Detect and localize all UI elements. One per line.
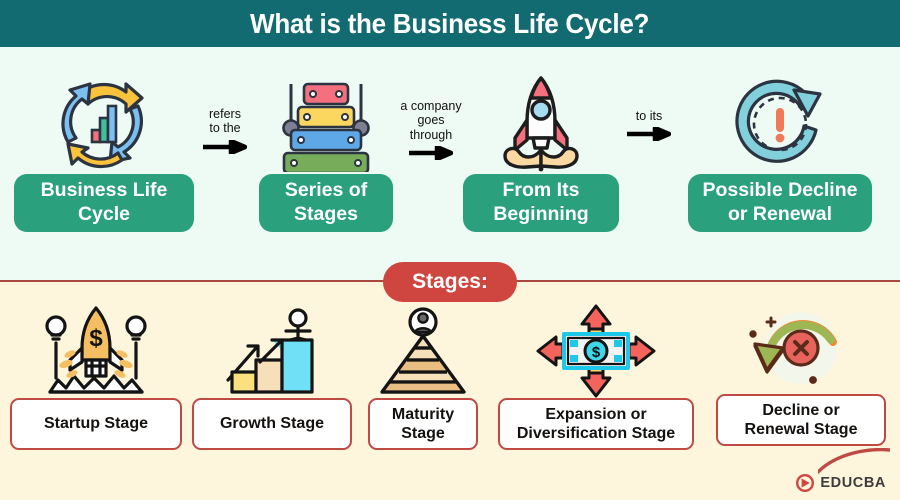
stage-label-growth: Growth Stage <box>192 398 352 450</box>
flow-step-3[interactable]: From Its Beginning <box>463 69 619 232</box>
flow-step-1[interactable]: Business Life Cycle <box>14 69 194 232</box>
stage-item-growth[interactable]: Growth Stage <box>192 302 352 450</box>
pyramid-person-icon <box>368 302 478 398</box>
flow-connector-2: a company goes through <box>395 99 467 161</box>
cycle-chart-icon <box>52 69 156 174</box>
stage-item-expansion[interactable]: $ Expansion or Diversification Stage <box>498 302 694 450</box>
brand-name: EDUCBA <box>820 475 886 491</box>
rocket-money-idea-icon: $ <box>36 302 156 398</box>
brand-logo[interactable]: EDUCBA <box>795 473 886 493</box>
definition-section: Business Life Cycle refers to the <box>0 47 900 280</box>
stages-banner-label: Stages: <box>412 270 488 293</box>
page-title: What is the Business Life Cycle? <box>250 7 650 39</box>
flow-connector-3: to its <box>622 109 676 142</box>
cycle-error-icon <box>739 298 863 394</box>
flow-connector-1-label: refers to the <box>209 107 241 136</box>
rocket-launch-icon <box>489 69 593 174</box>
stage-label-expansion: Expansion or Diversification Stage <box>498 398 694 450</box>
brand-swoosh-decoration <box>818 448 890 474</box>
stage-item-decline[interactable]: Decline or Renewal Stage <box>716 298 886 446</box>
flow-connector-1: refers to the <box>196 107 254 154</box>
svg-text:$: $ <box>89 325 103 352</box>
flow-step-2-label: Series of Stages <box>259 174 393 232</box>
arrow-right-icon <box>626 127 672 142</box>
header-bar: What is the Business Life Cycle? <box>0 0 900 47</box>
growth-bars-person-icon <box>214 302 330 398</box>
arrow-right-icon <box>202 139 248 154</box>
flow-connector-2-label: a company goes through <box>400 99 462 142</box>
money-expand-arrows-icon: $ <box>536 302 656 398</box>
stage-label-startup: Startup Stage <box>10 398 182 450</box>
stage-label-maturity: Maturity Stage <box>368 398 478 450</box>
stacked-layers-icon <box>271 69 381 174</box>
flow-connector-3-label: to its <box>635 109 663 123</box>
arrow-right-icon <box>408 146 454 161</box>
stages-section: $ Startup Stage <box>0 282 900 500</box>
svg-text:$: $ <box>592 344 601 361</box>
stages-banner: Stages: <box>383 262 517 302</box>
flow-step-3-label: From Its Beginning <box>463 174 619 232</box>
definition-flow: Business Life Cycle refers to the <box>0 47 900 280</box>
stage-label-decline: Decline or Renewal Stage <box>716 394 886 446</box>
flow-step-2[interactable]: Series of Stages <box>259 69 393 232</box>
flow-step-4[interactable]: Possible Decline or Renewal <box>688 69 872 232</box>
flow-step-4-label: Possible Decline or Renewal <box>688 174 872 232</box>
stage-item-startup[interactable]: $ Startup Stage <box>10 302 182 450</box>
educba-logo-icon <box>796 474 815 492</box>
flow-step-1-label: Business Life Cycle <box>14 174 194 232</box>
refresh-alert-icon <box>728 69 832 174</box>
stage-item-maturity[interactable]: Maturity Stage <box>368 302 478 450</box>
